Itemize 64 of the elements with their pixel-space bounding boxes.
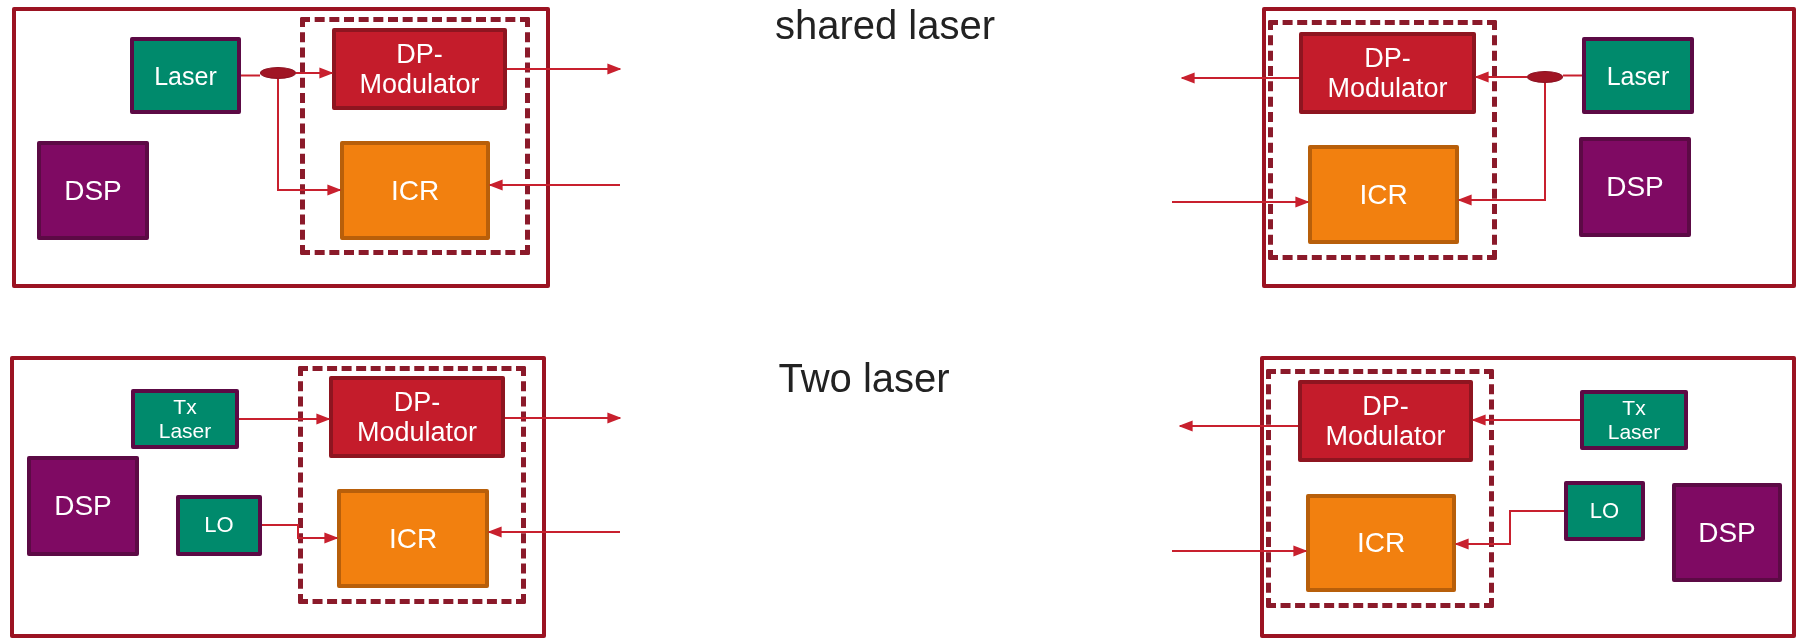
laser-box bbox=[1580, 390, 1688, 450]
arrow bbox=[1471, 414, 1581, 426]
arrow bbox=[1474, 71, 1528, 83]
arrow bbox=[1180, 72, 1300, 84]
icr-box bbox=[337, 489, 489, 588]
dsp-box bbox=[1579, 137, 1691, 237]
box-label: Laser bbox=[1606, 61, 1670, 90]
panel-frame bbox=[10, 356, 546, 638]
dashed-group-frame bbox=[1266, 369, 1494, 608]
arrow bbox=[504, 412, 622, 424]
arrow bbox=[488, 179, 621, 191]
arrow bbox=[487, 526, 621, 538]
section-title: shared laser bbox=[774, 3, 996, 48]
arrow bbox=[295, 67, 334, 79]
box-label: Tx Laser bbox=[157, 395, 213, 443]
dashed-group-frame bbox=[298, 366, 526, 604]
dsp-box bbox=[27, 456, 139, 556]
arrow bbox=[1454, 510, 1565, 550]
icr-box bbox=[1306, 494, 1456, 592]
box-label: LO bbox=[204, 513, 234, 538]
panel-frame bbox=[1262, 7, 1796, 288]
dashed-group-frame bbox=[300, 17, 530, 255]
laser-box bbox=[1582, 37, 1694, 114]
box-label: ICR bbox=[388, 522, 438, 555]
icr-box bbox=[340, 141, 490, 240]
box-label: DSP bbox=[64, 174, 122, 207]
arrow bbox=[277, 78, 342, 196]
splitter-ellipse bbox=[260, 67, 296, 79]
box-label: ICR bbox=[1359, 178, 1408, 211]
section-title: Two laser bbox=[778, 356, 950, 401]
arrow bbox=[506, 63, 622, 75]
box-label: DP- Modulator bbox=[355, 386, 479, 448]
panel-frame bbox=[1260, 356, 1796, 638]
laser-box bbox=[130, 37, 241, 114]
box-label: DSP bbox=[54, 490, 112, 522]
laser-box bbox=[131, 389, 239, 449]
box-label: DSP bbox=[1698, 516, 1756, 549]
modulator-box bbox=[329, 376, 505, 458]
arrow bbox=[238, 413, 331, 425]
panel-frame bbox=[12, 7, 550, 288]
laser-box bbox=[1564, 481, 1645, 541]
box-label: DP- Modulator bbox=[358, 38, 481, 100]
arrow bbox=[1171, 196, 1310, 208]
dsp-box bbox=[1672, 483, 1782, 582]
dsp-box bbox=[37, 141, 149, 240]
arrow bbox=[261, 524, 339, 544]
box-label: DP- Modulator bbox=[1324, 390, 1447, 452]
modulator-box bbox=[332, 28, 507, 110]
box-label: Laser bbox=[154, 61, 217, 90]
box-label: ICR bbox=[390, 174, 440, 207]
box-label: DP- Modulator bbox=[1326, 42, 1449, 104]
modulator-box bbox=[1299, 32, 1476, 114]
box-label: Tx Laser bbox=[1606, 396, 1662, 444]
arrow bbox=[1178, 420, 1299, 432]
splitter-ellipse bbox=[1527, 71, 1563, 83]
box-label: DSP bbox=[1606, 171, 1664, 203]
box-label: LO bbox=[1589, 498, 1620, 524]
arrow bbox=[1457, 82, 1546, 206]
arrow bbox=[1171, 545, 1308, 557]
dashed-group-frame bbox=[1268, 20, 1497, 260]
box-label: ICR bbox=[1356, 527, 1406, 559]
laser-box bbox=[176, 495, 262, 556]
modulator-box bbox=[1298, 380, 1473, 462]
icr-box bbox=[1308, 145, 1459, 244]
